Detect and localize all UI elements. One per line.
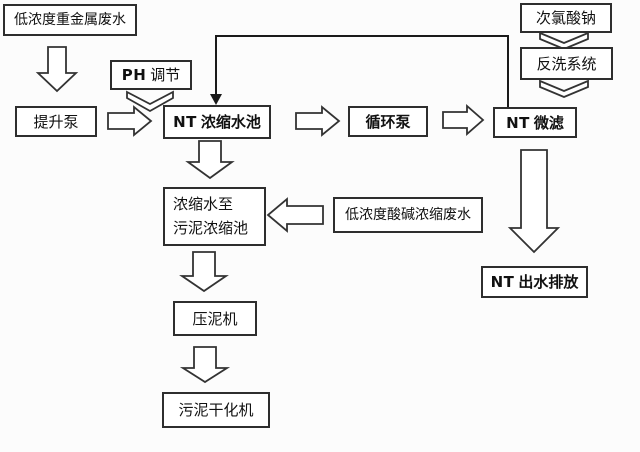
arrow-left-acid-waste-to-concentrate-icon (266, 197, 324, 233)
node-sodium-hypochlorite-label: 次氯酸钠 (535, 9, 596, 27)
node-concentrate-to-thickener-line2: 污泥浓缩池 (173, 218, 249, 237)
node-nt-microfiltration-label: 微滤 (533, 113, 564, 132)
arrow-down-microfiltration-to-discharge-icon (507, 149, 561, 254)
node-nt-discharge-prefix: NT (490, 273, 515, 291)
node-circulation-pump: 循环泵 (348, 106, 428, 137)
node-mud-press: 压泥机 (173, 301, 257, 336)
recirculation-line (215, 35, 509, 107)
chevron-down-hypochlorite-to-backwash-icon (539, 31, 589, 50)
arrow-right-circulation-pump-to-microfiltration-icon (442, 104, 485, 136)
node-nt-concentration-tank: NT 浓缩水池 (163, 105, 271, 139)
node-ph-adjust-label: 调节 (150, 66, 181, 84)
node-mud-press-label: 压泥机 (192, 309, 238, 328)
node-ph-adjust-prefix: PH (121, 66, 147, 84)
node-acid-alkali-wastewater: 低浓度酸碱浓缩废水 (333, 197, 483, 233)
arrow-down-press-to-dryer-icon (179, 346, 231, 384)
node-nt-microfiltration: NT 微滤 (493, 107, 577, 138)
node-concentrate-to-thickener: 浓缩水至 污泥浓缩池 (163, 187, 266, 246)
node-lift-pump-label: 提升泵 (33, 112, 79, 131)
node-sludge-dryer: 污泥干化机 (162, 392, 270, 428)
node-backwash-system-label: 反洗系统 (536, 54, 597, 73)
recirculation-arrowhead-icon (210, 94, 222, 105)
node-backwash-system: 反洗系统 (520, 47, 613, 80)
arrow-right-lift-pump-to-nt-tank-icon (107, 105, 153, 137)
node-heavy-metal-wastewater-label: 低浓度重金属废水 (14, 11, 126, 28)
arrow-right-nt-tank-to-circulation-pump-icon (295, 105, 341, 137)
node-sodium-hypochlorite: 次氯酸钠 (520, 3, 612, 33)
node-ph-adjust: PH 调节 (110, 60, 192, 90)
chevron-down-backwash-to-microfiltration-icon (539, 79, 589, 98)
node-sludge-dryer-label: 污泥干化机 (178, 401, 254, 419)
node-acid-alkali-wastewater-label: 低浓度酸碱浓缩废水 (345, 206, 471, 223)
node-heavy-metal-wastewater: 低浓度重金属废水 (3, 4, 137, 36)
node-nt-concentration-tank-label: 浓缩水池 (200, 113, 261, 131)
node-lift-pump: 提升泵 (15, 106, 97, 137)
node-circulation-pump-label: 循环泵 (365, 112, 411, 131)
node-nt-concentration-tank-prefix: NT (173, 113, 197, 131)
node-concentrate-to-thickener-line1: 浓缩水至 (173, 195, 234, 214)
chevron-down-ph-to-nt-tank-icon (126, 90, 174, 113)
arrow-down-heavy-metal-to-lift-pump-icon (35, 46, 79, 93)
node-nt-discharge-label: 出水排放 (518, 273, 579, 291)
arrow-down-nt-tank-to-concentrate-icon (185, 140, 235, 180)
node-nt-microfiltration-prefix: NT (506, 113, 530, 132)
arrow-down-concentrate-to-press-icon (179, 251, 229, 293)
node-nt-discharge: NT 出水排放 (481, 266, 588, 298)
